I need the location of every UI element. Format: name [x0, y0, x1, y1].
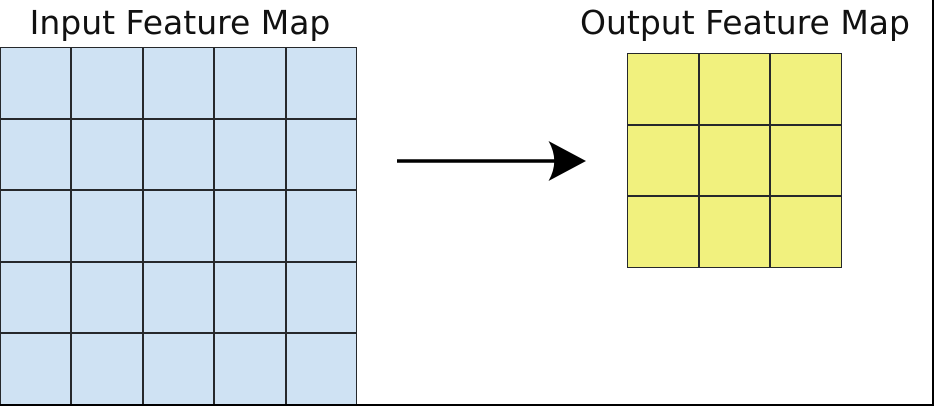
- input-feature-map-title: Input Feature Map: [29, 3, 331, 42]
- input-feature-map-grid: [0, 47, 357, 404]
- feature-map-cell: [214, 190, 286, 262]
- feature-map-cell: [142, 261, 215, 334]
- feature-map-cell: [627, 196, 699, 268]
- feature-map-cell: [71, 190, 143, 262]
- feature-map-cell: [627, 53, 699, 125]
- feature-map-cell: [0, 190, 72, 262]
- output-feature-map-title: Output Feature Map: [580, 3, 910, 42]
- feature-map-cell: [698, 196, 771, 268]
- feature-map-cell: [71, 47, 143, 119]
- feature-map-cell: [0, 333, 72, 404]
- feature-map-cell: [214, 118, 286, 191]
- feature-map-cell: [285, 190, 357, 262]
- output-feature-map-grid: [627, 53, 842, 268]
- feature-map-cell: [698, 53, 771, 125]
- feature-map-cell: [142, 118, 215, 191]
- feature-map-cell: [142, 190, 215, 262]
- feature-map-cell: [142, 47, 215, 119]
- feature-map-cell: [770, 124, 842, 197]
- feature-map-cell: [770, 53, 842, 125]
- feature-map-cell: [214, 261, 286, 334]
- feature-map-cell: [214, 333, 286, 404]
- feature-map-cell: [285, 47, 357, 119]
- feature-map-cell: [0, 118, 72, 191]
- feature-map-cell: [285, 118, 357, 191]
- feature-map-cell: [0, 261, 72, 334]
- feature-map-cell: [285, 333, 357, 404]
- feature-map-cell: [627, 124, 699, 197]
- feature-map-cell: [285, 261, 357, 334]
- transform-arrow-icon: [390, 135, 630, 187]
- feature-map-cell: [71, 261, 143, 334]
- feature-map-cell: [214, 47, 286, 119]
- feature-map-cell: [770, 196, 842, 268]
- feature-map-cell: [142, 333, 215, 404]
- feature-map-cell: [71, 333, 143, 404]
- feature-map-cell: [0, 47, 72, 119]
- feature-map-cell: [698, 124, 771, 197]
- feature-map-cell: [71, 118, 143, 191]
